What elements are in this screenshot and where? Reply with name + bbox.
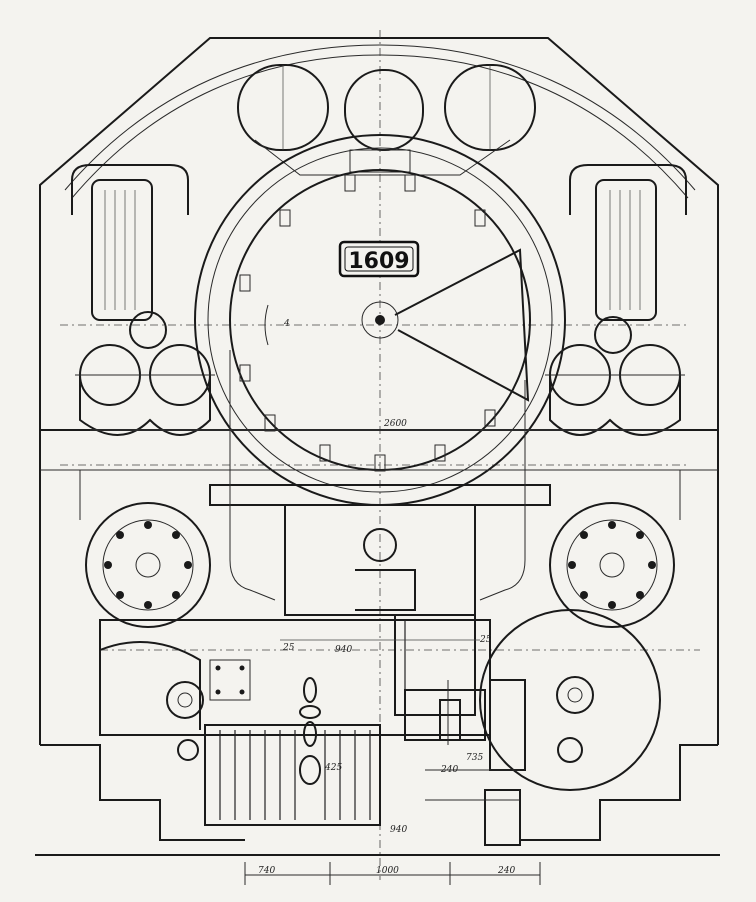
smokebox [194, 134, 566, 506]
dimension-labels: 2600 1000 740 240 940 940 25 25 240 425 … [258, 319, 515, 876]
dim-frame-width: 940 [335, 645, 352, 655]
dim-240: 240 [440, 765, 458, 775]
dog-clamps [239, 174, 496, 472]
dimension-lines [90, 429, 670, 885]
dim-4: 4 [283, 319, 290, 329]
dim-735: 735 [466, 753, 483, 763]
number-plate-text: 1609 [348, 249, 409, 274]
coupling-chain [299, 677, 321, 785]
left-lamp [71, 164, 189, 349]
lower-frame [99, 619, 491, 761]
cab-outline [39, 37, 719, 841]
right-buffer [549, 502, 675, 628]
dim-left-offset: 740 [258, 866, 275, 876]
dim-rail-width: 940 [390, 825, 407, 835]
dim-425: 425 [324, 763, 342, 773]
top-domes [237, 64, 536, 176]
right-cylinder [545, 344, 685, 436]
dim-gauge: 1000 [376, 866, 399, 876]
number-plate: 1609 [338, 240, 420, 278]
dim-right-offset: 240 [497, 866, 515, 876]
left-cylinder [75, 344, 215, 436]
buffer-beam [40, 429, 718, 616]
right-lamp [569, 164, 687, 354]
left-buffer [85, 502, 211, 628]
right-gear-section [394, 609, 661, 846]
dim-25b: 25 [479, 635, 492, 645]
pipes [79, 350, 681, 601]
dim-upper-width: 2600 [383, 419, 407, 429]
lower-grille [204, 724, 381, 826]
dim-25: 25 [282, 643, 295, 653]
